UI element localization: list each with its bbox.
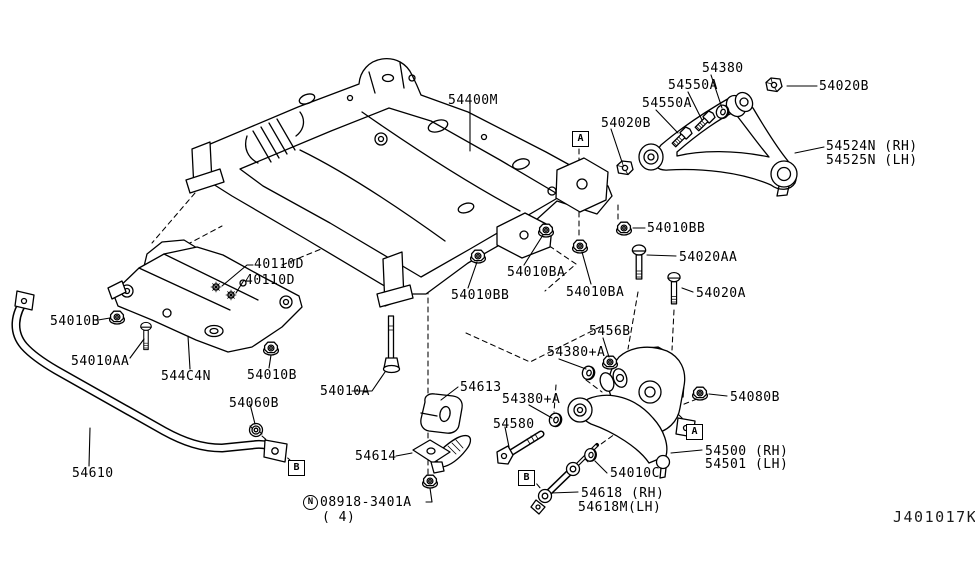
part-label-54010B-2: 54010B [247,368,297,383]
bolt-icon [631,244,647,280]
part-label-08918-3401A: 08918-3401A [320,495,412,510]
flange-nut-icon [537,223,555,238]
part-label-54020B-2: 54020B [819,79,869,94]
flange-nut-icon [691,386,709,401]
stabilizer-connecting-rod-icon [530,443,599,515]
part-label-54613: 54613 [460,380,502,395]
part-label-54010A: 54010A [320,384,370,399]
bolt-icon [140,321,152,351]
part-label-54525N: 54525N (LH) [826,153,918,168]
part-label-40110D-1: 40110D [254,257,304,272]
part-label-54501: 54501 (LH) [705,457,789,472]
part-label-54010B-1: 54010B [50,314,100,329]
flange-nut-icon [571,239,589,254]
figure-code: J401017K [893,508,975,526]
part-label-54550A-1: 54550A [668,78,718,93]
stabilizer-bushing-icon [420,393,463,434]
suspension-member-drawing [185,58,613,308]
part-label-54524N: 54524N (RH) [826,139,918,154]
washer-icon [580,364,597,382]
part-label-54010BA-2: 54010BA [566,285,625,300]
part-label-54010BB-1: 54010BB [451,288,510,303]
section-marker-b-2: B [518,470,535,486]
knuckle-lower-link-drawing [567,346,696,479]
part-label-40110D-2: 40110D [245,273,295,288]
nut-symbol-badge: N [303,495,318,510]
part-label-54400M: 54400M [448,93,498,108]
part-label-54380A-2: 54380+A [502,392,561,407]
part-label-5456B: 5456B [589,324,631,339]
part-label-54610: 54610 [72,466,114,481]
stabilizer-clamp-icon [412,434,472,474]
stabilizer-grommet-icon [248,422,264,438]
upper-link-drawing [638,91,798,197]
stabilizer-bar-drawing [11,290,288,463]
part-label-54550A-2: 54550A [642,96,692,111]
part-label-54580: 54580 [493,417,535,432]
pin-clip-icon [210,281,222,293]
flange-nut-icon [469,249,487,264]
part-label-54010BA-1: 54010BA [507,265,566,280]
washer-icon [583,447,598,463]
section-marker-a-1: A [572,131,589,147]
part-label-54500: 54500 (RH) [705,444,789,459]
flange-nut-icon [615,221,633,236]
leader-lines [88,74,825,503]
part-label-54380A-1: 54380+A [547,345,606,360]
cube-nut-icon [765,77,783,93]
pin-clip-icon [225,289,237,301]
part-label-qty-4: ( 4) [322,510,356,525]
part-label-54618M: 54618M(LH) [578,500,662,515]
part-label-54060B: 54060B [229,396,279,411]
washer-icon [547,411,564,429]
lower-link-bolt-icon [496,430,545,465]
part-label-54010BB-2: 54010BB [647,221,706,236]
flange-nut-icon [108,310,126,325]
cube-nut-icon [616,160,634,176]
part-label-54020AA: 54020AA [679,250,738,265]
part-label-544C4N: 544C4N [161,369,211,384]
cross-member-drawing [107,239,303,353]
part-label-54080B: 54080B [730,390,780,405]
long-bolt-icon [382,315,401,374]
part-label-54380: 54380 [702,61,744,76]
flange-nut-icon [262,341,280,356]
part-label-54010C: 54010C [610,466,660,481]
part-label-54020A: 54020A [696,286,746,301]
section-marker-b-1: B [288,460,305,476]
part-label-54614: 54614 [355,449,397,464]
hardware-icons [108,77,783,489]
bolt-icon [667,271,681,305]
part-label-54618: 54618 (RH) [581,486,665,501]
part-label-54020B-1: 54020B [601,116,651,131]
part-label-54010AA: 54010AA [71,354,130,369]
section-marker-a-2: A [686,424,703,440]
flange-nut-icon [421,474,439,489]
